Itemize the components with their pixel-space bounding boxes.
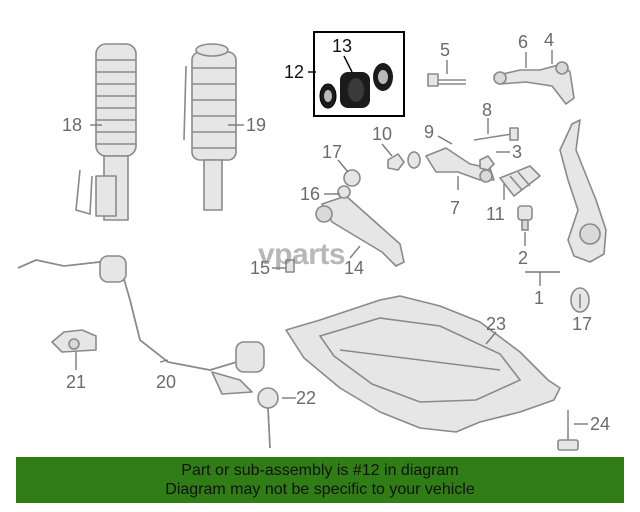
callout-20[interactable]: 20: [156, 372, 176, 392]
nut-10[interactable]: [387, 153, 405, 171]
bushing-assembly-12[interactable]: [313, 31, 405, 117]
nut-16[interactable]: [337, 185, 351, 199]
shock-absorber-19[interactable]: [183, 43, 237, 211]
callout-12[interactable]: 12: [284, 62, 304, 82]
stabilizer-link-22[interactable]: [257, 387, 279, 449]
callout-2[interactable]: 2: [518, 248, 528, 268]
steering-knuckle-1[interactable]: [559, 119, 607, 263]
boot-11[interactable]: [499, 165, 541, 197]
callout-10[interactable]: 10: [372, 124, 392, 144]
callout-6[interactable]: 6: [518, 32, 528, 52]
callout-5[interactable]: 5: [440, 40, 450, 60]
callout-14[interactable]: 14: [344, 258, 364, 278]
watermark-logo: vparts: [258, 238, 346, 271]
bracket-21[interactable]: [51, 329, 97, 353]
air-strut-18[interactable]: [75, 43, 137, 221]
callout-8[interactable]: 8: [482, 100, 492, 120]
callout-13[interactable]: 13: [332, 36, 352, 56]
callout-19[interactable]: 19: [246, 115, 266, 135]
banner-line-1: Part or sub-assembly is #12 in diagram: [181, 462, 459, 479]
callout-17b[interactable]: 17: [572, 314, 592, 334]
callout-22[interactable]: 22: [296, 388, 316, 408]
callout-7[interactable]: 7: [450, 198, 460, 218]
bolt-24[interactable]: [557, 410, 579, 451]
bushing-17-left[interactable]: [343, 169, 361, 187]
callout-4[interactable]: 4: [544, 30, 554, 50]
upper-control-arm-4[interactable]: [493, 61, 575, 105]
bolt-5[interactable]: [427, 73, 466, 87]
callout-11[interactable]: 11: [486, 204, 505, 224]
callout-3[interactable]: 3: [512, 142, 522, 162]
notice-banner: Part or sub-assembly is #12 in diagram D…: [16, 457, 624, 503]
bushing-3[interactable]: [479, 155, 495, 171]
callout-15[interactable]: 15: [250, 258, 270, 278]
callout-16[interactable]: 16: [300, 184, 320, 204]
washer-9[interactable]: [407, 151, 421, 169]
stabilizer-bar-20[interactable]: [17, 255, 265, 395]
bolt-8[interactable]: [473, 127, 519, 141]
callout-24[interactable]: 24: [590, 414, 610, 434]
callout-23[interactable]: 23: [486, 314, 506, 334]
subframe-23[interactable]: [285, 295, 561, 433]
callout-21[interactable]: 21: [66, 372, 86, 392]
callout-17a[interactable]: 17: [322, 142, 342, 162]
ball-joint-2[interactable]: [517, 205, 533, 231]
bolt-15[interactable]: [285, 259, 295, 273]
callout-18[interactable]: 18: [62, 115, 82, 135]
callout-1[interactable]: 1: [534, 288, 544, 308]
callout-9[interactable]: 9: [424, 122, 434, 142]
tension-strut-14[interactable]: [315, 195, 405, 267]
banner-line-2: Diagram may not be specific to your vehi…: [165, 481, 475, 498]
lower-control-arm-7[interactable]: [425, 147, 495, 183]
